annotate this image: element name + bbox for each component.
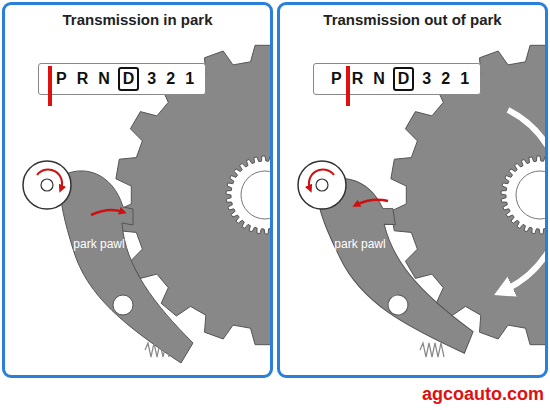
gear-letter: D (118, 67, 140, 91)
panel-title: Transmission in park (5, 11, 270, 28)
rotation-arrow (505, 110, 545, 290)
panel: Transmission out of parkPRND321 park pawl (277, 2, 548, 378)
park-pawl-shape (60, 171, 193, 363)
pivot-hole (387, 294, 410, 317)
gear-indicator: PRND321 (38, 63, 206, 95)
gear-letter: 3 (145, 69, 158, 89)
pawl-group (60, 171, 193, 363)
gear-letter: 1 (183, 69, 196, 89)
gear-letter: 2 (164, 69, 177, 89)
pawl-arrow (91, 210, 123, 215)
pivot-hole (113, 295, 133, 315)
gear-letter: 3 (420, 69, 433, 89)
gear-letter: 2 (439, 69, 452, 89)
return-spring (145, 343, 169, 357)
cam-arrow (37, 169, 62, 189)
pawl-arrow (356, 200, 388, 205)
actuator-cam (23, 161, 71, 209)
gear-hub (501, 156, 545, 234)
gear-bore (241, 171, 270, 219)
gear-letter: 1 (458, 69, 471, 89)
gear-indicator: PRND321 (313, 63, 481, 95)
gear-letter: D (393, 67, 415, 91)
return-spring (420, 343, 444, 357)
panel: Transmission in parkPRND321 park pawl (2, 2, 273, 378)
panel-title: Transmission out of park (280, 11, 545, 28)
gear-letter: R (350, 69, 366, 89)
cam-arrow (309, 169, 334, 189)
gear-bore (516, 171, 545, 219)
gear-letter: N (371, 69, 387, 89)
transmission-illustration (5, 5, 270, 375)
gear-letter: R (75, 69, 91, 89)
cam-center (41, 179, 53, 191)
selector-pointer (346, 66, 350, 106)
actuator-cam (298, 161, 346, 209)
gear-letter: P (329, 69, 344, 89)
gear-hub (226, 156, 270, 234)
pawl-label-area: park pawl (71, 237, 127, 251)
selector-pointer (48, 66, 52, 106)
gear-letter: P (54, 69, 69, 89)
transmission-illustration (280, 5, 545, 375)
part-label: park pawl (71, 237, 127, 251)
gear-letter: N (96, 69, 112, 89)
cam-center (316, 179, 328, 191)
pawl-label-area: park pawl (332, 237, 388, 251)
part-label: park pawl (332, 237, 388, 251)
watermark: agcoauto.com (422, 384, 544, 405)
